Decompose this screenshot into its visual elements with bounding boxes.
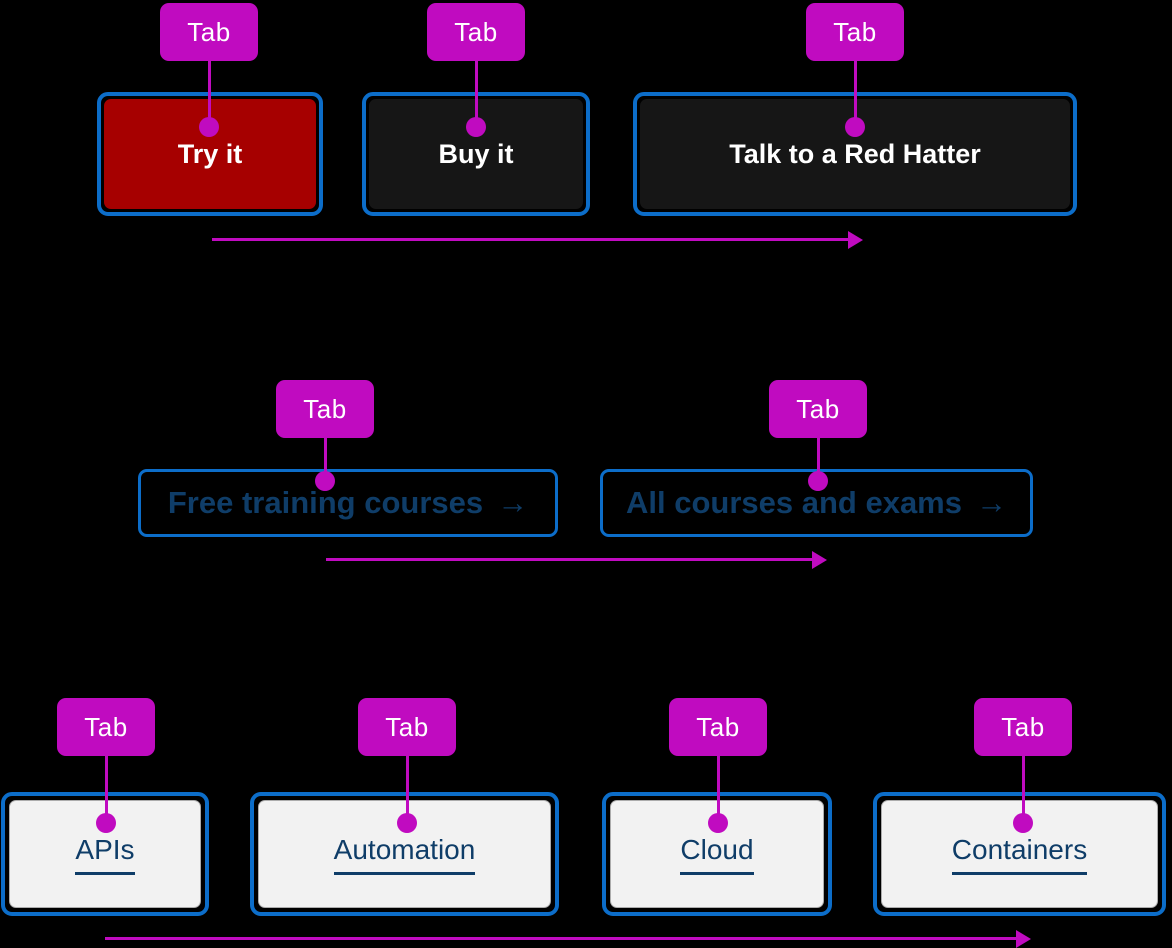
tab-key-badge: Tab: [769, 380, 867, 438]
focus-dot: [397, 813, 417, 833]
tab-key-badge: Tab: [57, 698, 155, 756]
focus-dot: [845, 117, 865, 137]
connector-line: [854, 61, 857, 127]
right-arrow-icon: →: [497, 485, 529, 520]
tile-automation-label: Automation: [333, 834, 476, 875]
free-training-courses-link[interactable]: Free training courses →: [138, 469, 558, 537]
connector-line: [717, 756, 720, 823]
tab-flow-arrow-row2: [326, 558, 813, 561]
connector-line: [1022, 756, 1025, 823]
tab-key-badge: Tab: [160, 3, 258, 61]
all-courses-exams-label: All courses and exams: [626, 485, 962, 520]
tab-flow-arrow-row3: [105, 937, 1017, 940]
tab-key-badge: Tab: [427, 3, 525, 61]
talk-to-red-hatter-button-label: Talk to a Red Hatter: [640, 99, 1070, 209]
focus-dot: [315, 471, 335, 491]
tab-flow-arrow-head: [812, 551, 827, 569]
tile-cloud-label: Cloud: [680, 834, 754, 875]
focus-dot: [808, 471, 828, 491]
tab-flow-arrow-head: [1016, 930, 1031, 948]
connector-line: [817, 438, 820, 481]
connector-line: [475, 61, 478, 127]
tile-containers[interactable]: Containers: [873, 792, 1166, 916]
tile-apis-label: APIs: [75, 834, 135, 875]
tile-automation[interactable]: Automation: [250, 792, 559, 916]
focus-dot: [199, 117, 219, 137]
connector-line: [324, 438, 327, 481]
tile-containers-label: Containers: [951, 834, 1088, 875]
tab-key-badge: Tab: [806, 3, 904, 61]
tab-flow-arrow-head: [848, 231, 863, 249]
focus-dot: [708, 813, 728, 833]
tab-flow-arrow-row1: [212, 238, 849, 241]
tab-key-badge: Tab: [276, 380, 374, 438]
tab-key-badge: Tab: [974, 698, 1072, 756]
tab-key-badge: Tab: [358, 698, 456, 756]
connector-line: [406, 756, 409, 823]
connector-line: [105, 756, 108, 823]
right-arrow-icon: →: [976, 485, 1007, 520]
focus-dot: [1013, 813, 1033, 833]
focus-dot: [96, 813, 116, 833]
tab-key-badge: Tab: [669, 698, 767, 756]
connector-line: [208, 61, 211, 127]
all-courses-exams-link[interactable]: All courses and exams →: [600, 469, 1033, 537]
focus-dot: [466, 117, 486, 137]
